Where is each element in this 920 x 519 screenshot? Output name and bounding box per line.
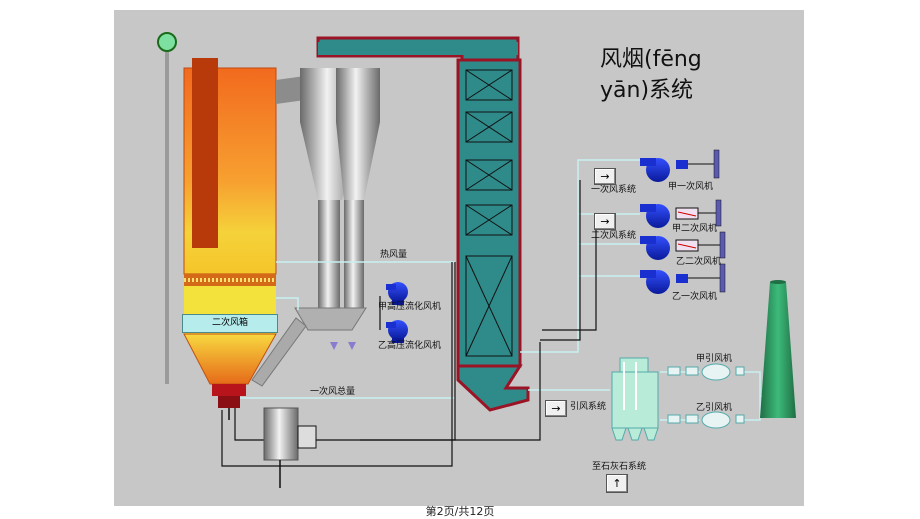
induced-draft-system-label: 引风系统 (570, 402, 607, 412)
air-pipes (240, 159, 770, 421)
id-fan-b (667, 411, 745, 429)
secondary-air-system-button[interactable]: → (594, 213, 616, 230)
limestone-system-label: 至石灰石系统 (592, 462, 647, 472)
chimney-stack (760, 280, 796, 418)
primary-fan-b-label: 乙一次风机 (672, 292, 718, 302)
hp-fluid-fan-a (386, 282, 408, 305)
primary-fan-a (640, 149, 720, 182)
page-indicator: 第2页/共12页 (425, 505, 495, 518)
secondary-fan-b (640, 231, 726, 260)
primary-fan-a-label: 甲一次风机 (668, 182, 714, 192)
hp-fluid-fan-b (386, 320, 408, 343)
secondary-fan-a-label: 甲二次风机 (672, 224, 718, 234)
hot-air-flow-label: 热风量 (380, 250, 408, 260)
gas-outlet-duct (276, 76, 305, 104)
hp-fluid-fan-a-label: 甲高压流化风机 (378, 302, 442, 312)
secondary-fan-b-label: 乙二次风机 (676, 257, 722, 267)
primary-air-total-label: 一次风总量 (310, 387, 356, 397)
primary-air-system-label: 一次风系统 (591, 185, 637, 195)
id-fan-a-label: 甲引风机 (696, 354, 733, 364)
backpass-heat-exchanger (456, 58, 530, 412)
primary-air-system-button[interactable]: → (594, 168, 616, 185)
id-fan-a (667, 363, 745, 381)
hp-fluid-fan-b-label: 乙高压流化风机 (378, 341, 442, 351)
control-lines (221, 180, 597, 467)
secondary-fan-a (640, 199, 722, 228)
furnace (183, 58, 277, 420)
air-heater-unit (263, 407, 317, 488)
cyclone-separators (251, 68, 380, 387)
page-title: 风烟(fēng yān)系统 (600, 47, 702, 103)
limestone-system-button[interactable]: ↑ (606, 474, 628, 493)
induced-draft-system-button[interactable]: → (545, 400, 567, 417)
secondary-air-box-label: 二次风箱 (182, 314, 278, 333)
dust-collector (611, 357, 659, 441)
furnace-column (157, 32, 177, 384)
secondary-air-system-label: 二次风系统 (591, 231, 637, 241)
primary-fan-b (640, 263, 726, 294)
id-fan-b-label: 乙引风机 (696, 403, 733, 413)
